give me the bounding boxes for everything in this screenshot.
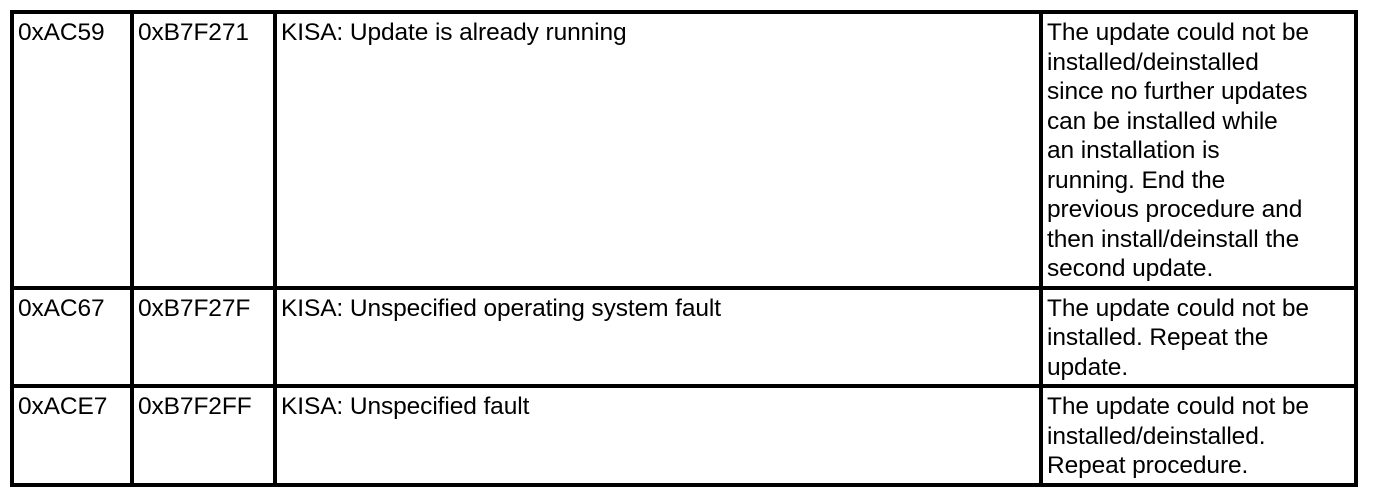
fault-message-cell: KISA: Update is already running: [273, 10, 1043, 290]
remedy-line: can be installed while: [1047, 107, 1278, 135]
table-row: 0xAC67 0xB7F27F KISA: Unspecified operat…: [10, 285, 1358, 388]
remedy-line: installed/deinstalled.: [1047, 422, 1266, 450]
remedy-cell: The update could not be installed. Repea…: [1039, 285, 1358, 388]
remedy-line: update.: [1047, 353, 1129, 381]
remedy-line: running. End the: [1047, 166, 1226, 194]
remedy-cell: The update could not be installed/deinst…: [1039, 384, 1358, 487]
remedy-line: previous procedure and: [1047, 196, 1303, 223]
hex-code-cell: 0xB7F27F: [130, 285, 277, 388]
remedy-line: The update could not be: [1047, 19, 1309, 46]
fault-message-cell: KISA: Unspecified operating system fault: [273, 285, 1043, 388]
fault-code-cell: 0xACE7: [10, 384, 134, 487]
remedy-line: installed. Repeat the: [1047, 324, 1269, 351]
remedy-line: installed/deinstalled: [1047, 48, 1259, 76]
hex-code-cell: 0xB7F2FF: [130, 384, 277, 487]
fault-message-cell: KISA: Unspecified fault: [273, 384, 1043, 487]
table-row: 0xAC59 0xB7F271 KISA: Update is already …: [10, 10, 1358, 290]
remedy-line: The update could not be: [1047, 294, 1309, 322]
hex-code-cell: 0xB7F271: [130, 10, 277, 290]
remedy-line: then install/deinstall the: [1047, 225, 1300, 253]
table-row: 0xACE7 0xB7F2FF KISA: Unspecified fault …: [10, 384, 1358, 487]
remedy-line: second update.: [1047, 255, 1214, 282]
remedy-line: an installation is: [1047, 137, 1220, 164]
fault-code-cell: 0xAC59: [10, 10, 134, 290]
remedy-line: Repeat procedure.: [1047, 452, 1249, 479]
remedy-cell: The update could not be installed/deinst…: [1039, 10, 1358, 290]
remedy-line: The update could not be: [1047, 393, 1309, 420]
remedy-line: since no further updates: [1047, 78, 1308, 105]
fault-code-table: 0xAC59 0xB7F271 KISA: Update is already …: [10, 10, 1358, 487]
fault-code-cell: 0xAC67: [10, 285, 134, 388]
